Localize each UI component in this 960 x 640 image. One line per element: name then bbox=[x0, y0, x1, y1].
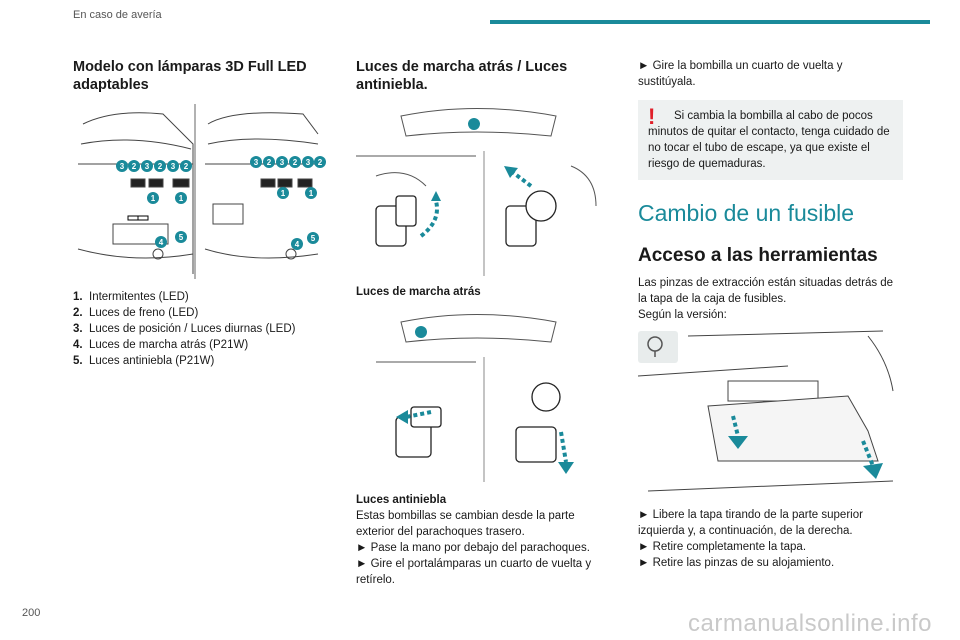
callout-1: 1 bbox=[281, 189, 286, 198]
callout-2: 2 bbox=[293, 158, 298, 167]
arrow-icon: ► bbox=[638, 60, 650, 72]
warning-box: ! Si cambia la bombilla al cabo de pocos… bbox=[638, 100, 903, 180]
header-accent-bar bbox=[490, 20, 930, 24]
callout-3: 3 bbox=[306, 158, 311, 167]
arrow-icon: ► bbox=[356, 542, 368, 554]
callout-3: 3 bbox=[145, 162, 150, 171]
header-section: En caso de avería bbox=[73, 9, 162, 21]
watermark: carmanualsonline.info bbox=[688, 610, 932, 637]
callout-3: 3 bbox=[171, 162, 176, 171]
list-item: 3.Luces de posición / Luces diurnas (LED… bbox=[73, 323, 296, 335]
callout-5: 5 bbox=[179, 233, 184, 242]
callout-3: 3 bbox=[280, 158, 285, 167]
arrow-icon: ► bbox=[356, 558, 368, 570]
arrow-icon: ► bbox=[638, 509, 650, 521]
step-1: ► Pase la mano por debajo del parachoque… bbox=[356, 542, 590, 554]
callout-1: 1 bbox=[151, 194, 156, 203]
reverse-lamp-illustration bbox=[356, 106, 611, 276]
warning-icon: ! bbox=[648, 104, 656, 129]
step: ► Retire las pinzas de su alojamiento. bbox=[638, 557, 835, 569]
caption-reverse: Luces de marcha atrás bbox=[356, 286, 481, 298]
list-item: 1.Intermitentes (LED) bbox=[73, 291, 189, 303]
version-label: Según la versión: bbox=[638, 309, 727, 321]
callout-2: 2 bbox=[267, 158, 272, 167]
callout-4: 4 bbox=[295, 240, 300, 249]
caption-fog: Luces antiniebla bbox=[356, 494, 447, 506]
section-heading-fuse: Cambio de un fusible bbox=[638, 200, 855, 226]
fuse-box-cover-illustration bbox=[637, 330, 903, 501]
callout-2: 2 bbox=[318, 158, 323, 167]
arrow-icon: ► bbox=[638, 541, 650, 553]
warning-text: Si cambia la bombilla al cabo de pocos m… bbox=[648, 110, 890, 170]
callout-3: 3 bbox=[120, 162, 125, 171]
step-rotate-bulb: ► Gire la bombilla un cuarto de vuelta y… bbox=[638, 60, 843, 88]
page-number: 200 bbox=[22, 607, 41, 619]
callout-2: 2 bbox=[158, 162, 163, 171]
fog-lamp-illustration bbox=[356, 312, 611, 482]
rear-lamps-illustration: 3 2 3 2 3 2 1 1 4 5 3 2 3 2 3 2 1 1 4 5 bbox=[73, 104, 326, 279]
callout-1: 1 bbox=[309, 189, 314, 198]
step: ► Libere la tapa tirando de la parte sup… bbox=[638, 509, 863, 537]
column-3: ► Gire la bombilla un cuarto de vuelta y… bbox=[637, 58, 903, 571]
column-2: Luces de marcha atrás / Luces antiniebla… bbox=[356, 58, 611, 588]
list-item: 2.Luces de freno (LED) bbox=[73, 307, 199, 319]
step: ► Retire completamente la tapa. bbox=[638, 541, 807, 553]
callout-5: 5 bbox=[311, 234, 316, 243]
callout-2: 2 bbox=[132, 162, 137, 171]
tools-intro: Las pinzas de extracción están situadas … bbox=[638, 277, 894, 305]
list-item: 4.Luces de marcha atrás (P21W) bbox=[73, 339, 249, 351]
lamp-legend-list: 1.Intermitentes (LED) 2.Luces de freno (… bbox=[73, 289, 318, 369]
callout-1: 1 bbox=[179, 194, 184, 203]
step-2: ► Gire el portalámparas un cuarto de vue… bbox=[356, 558, 592, 586]
callout-2: 2 bbox=[184, 162, 189, 171]
callout-4: 4 bbox=[159, 238, 164, 247]
subheading-tools: Acceso a las herramientas bbox=[638, 245, 878, 266]
fuse-steps: ► Libere la tapa tirando de la parte sup… bbox=[638, 507, 903, 571]
column-1: Modelo con lámparas 3D Full LED adaptabl… bbox=[73, 58, 326, 369]
section-title-3d-led: Modelo con lámparas 3D Full LED adaptabl… bbox=[73, 59, 307, 93]
list-item: 5.Luces antiniebla (P21W) bbox=[73, 355, 215, 367]
arrow-icon: ► bbox=[638, 557, 650, 569]
callout-3: 3 bbox=[254, 158, 259, 167]
fog-text: Estas bombillas se cambian desde la part… bbox=[356, 510, 575, 538]
section-title-reverse-fog: Luces de marcha atrás / Luces antiniebla… bbox=[356, 59, 568, 93]
